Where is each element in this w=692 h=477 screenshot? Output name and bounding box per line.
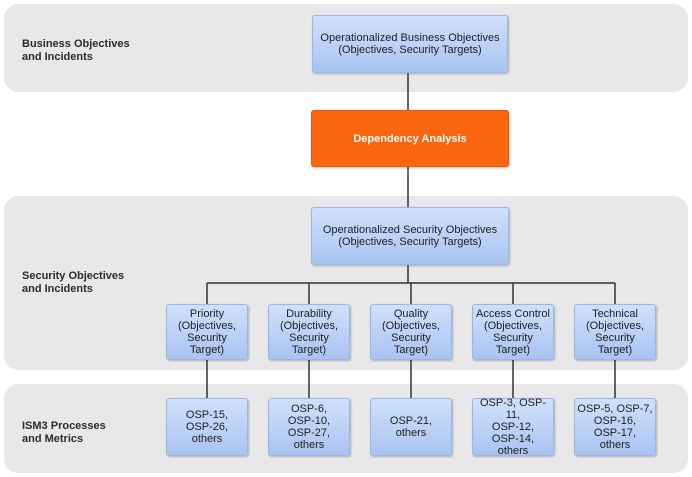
business-objectives-label: Business Objectives and Incidents <box>22 38 130 63</box>
quality-node: Quality (Objectives, Security Target) <box>370 304 452 360</box>
business-objectives-node: Operationalized Business Objectives (Obj… <box>312 15 508 73</box>
durability-node: Durability (Objectives, Security Target) <box>268 304 350 360</box>
ism3-processes-label: ISM3 Processes and Metrics <box>22 420 106 445</box>
priority-processes-node: OSP-15, OSP-26, others <box>166 398 248 456</box>
technical-node: Technical (Objectives, Security Target) <box>574 304 656 360</box>
access-control-processes-node: OSP-3, OSP-11, OSP-12, OSP-14, others <box>472 397 554 457</box>
priority-node: Priority (Objectives, Security Target) <box>166 304 248 360</box>
dependency-analysis-node: Dependency Analysis <box>311 110 509 167</box>
technical-processes-node: OSP-5, OSP-7, OSP-16, OSP-17, others <box>574 398 656 456</box>
security-objectives-label: Security Objectives and Incidents <box>22 270 125 295</box>
durability-processes-node: OSP-6, OSP-10, OSP-27, others <box>268 398 350 456</box>
security-objectives-node: Operationalized Security Objectives (Obj… <box>311 207 509 265</box>
access-control-node: Access Control (Objectives, Security Tar… <box>472 304 554 360</box>
quality-processes-node: OSP-21, others <box>370 398 452 456</box>
